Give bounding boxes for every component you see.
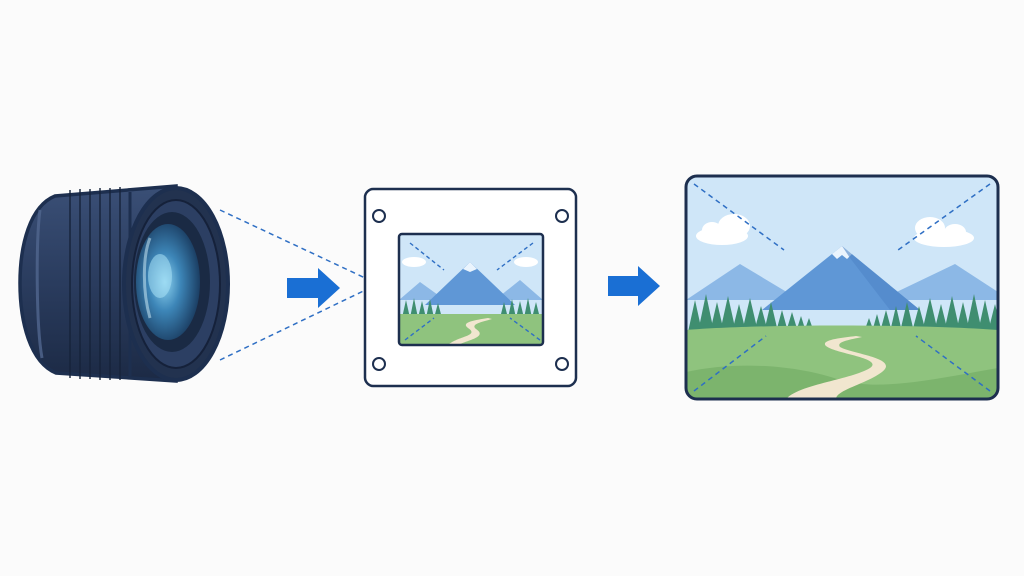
winding-path [786, 336, 886, 399]
light-projection-lines [219, 209, 379, 361]
arrow-right-icon [287, 268, 340, 308]
sensor-mount-holes [372, 209, 569, 371]
landscape-photo-icon [684, 174, 1000, 401]
lens-grip-ridges [69, 187, 121, 380]
sensor-image-preview [399, 234, 543, 345]
camera-lens-icon [18, 184, 230, 383]
sensor-diagonal-guides [404, 242, 541, 341]
cloud-icon [696, 214, 750, 245]
output-diagonal-guides [693, 183, 991, 392]
image-sensor-icon [363, 187, 578, 388]
arrow-right-icon [608, 266, 660, 306]
